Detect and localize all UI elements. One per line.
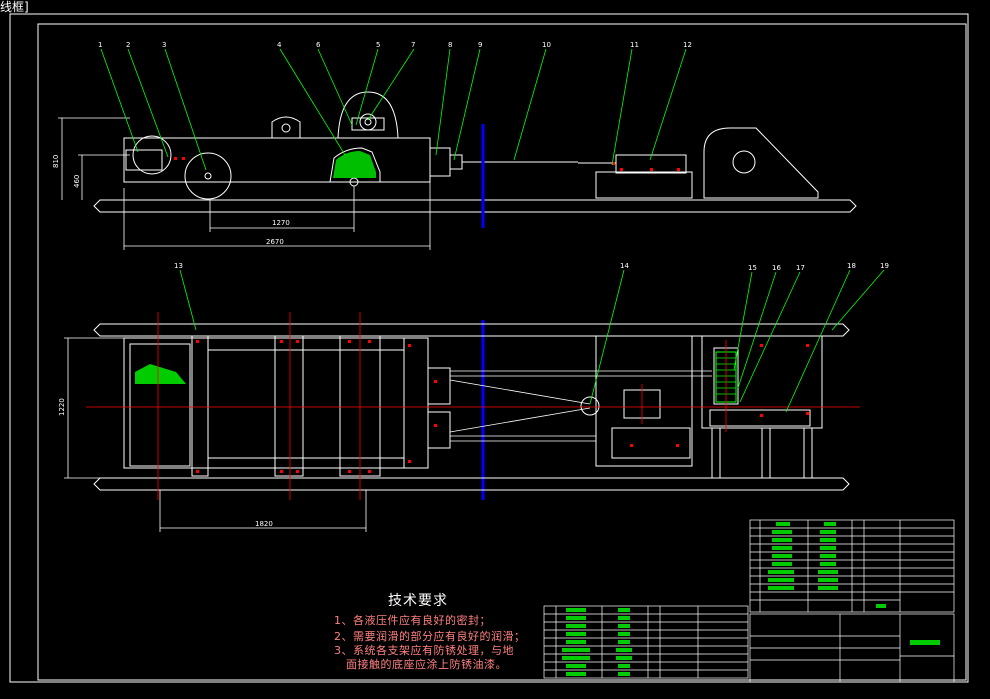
tech-requirement-2: 2、需要润滑的部分应有良好的润滑； bbox=[334, 630, 526, 643]
top-view bbox=[93, 323, 850, 491]
callout-19: 19 bbox=[880, 262, 889, 270]
dim-top-width: 1220 bbox=[58, 398, 66, 416]
top-pulley bbox=[580, 396, 600, 416]
top-red-marks bbox=[196, 340, 809, 473]
callout-2: 2 bbox=[126, 41, 130, 49]
tech-requirement-4: 面接触的底座应涂上防锈油漆。 bbox=[334, 658, 507, 671]
callout-9: 9 bbox=[478, 41, 482, 49]
dim-front-height-outer: 810 bbox=[52, 155, 60, 168]
top-centerlines bbox=[86, 312, 860, 500]
callout-6: 6 bbox=[316, 41, 321, 49]
front-view bbox=[93, 91, 857, 213]
callout-11: 11 bbox=[630, 41, 639, 49]
dim-front-height-inner: 460 bbox=[73, 175, 81, 188]
tech-requirement-3: 3、系统各支架应有防锈处理，与地 bbox=[334, 644, 514, 657]
callout-7: 7 bbox=[411, 41, 415, 49]
callout-12: 12 bbox=[683, 41, 692, 49]
front-dimensions bbox=[58, 117, 431, 250]
tech-requirements-title: 技术要求 bbox=[388, 593, 448, 609]
dim-front-length-outer: 2670 bbox=[266, 238, 284, 246]
window-title: 线框] bbox=[0, 0, 29, 14]
inner-frame bbox=[37, 23, 967, 681]
top-hatch-left bbox=[135, 364, 186, 384]
callout-17: 17 bbox=[796, 264, 805, 272]
parts-list-right bbox=[749, 519, 955, 683]
front-red-marks bbox=[174, 157, 680, 171]
parts-list-fill bbox=[562, 522, 940, 676]
callout-16: 16 bbox=[772, 264, 781, 272]
callouts: 1 2 3 4 5 6 7 8 9 10 11 12 13 14 15 16 1… bbox=[98, 41, 889, 272]
callout-8: 8 bbox=[448, 41, 452, 49]
callout-4: 4 bbox=[277, 41, 282, 49]
top-dimensions bbox=[64, 337, 367, 532]
callout-10: 10 bbox=[542, 41, 551, 49]
dim-top-length: 1820 bbox=[255, 520, 273, 528]
front-sled-hatch bbox=[333, 151, 376, 178]
top-cables bbox=[449, 370, 712, 442]
outer-frame bbox=[9, 13, 969, 683]
parts-list-left bbox=[543, 605, 749, 679]
callout-15: 15 bbox=[748, 264, 757, 272]
callout-3: 3 bbox=[162, 41, 166, 49]
callout-13: 13 bbox=[174, 262, 183, 270]
dim-front-length-inner: 1270 bbox=[272, 219, 290, 227]
callout-18: 18 bbox=[847, 262, 856, 270]
leader-lines bbox=[100, 48, 885, 413]
callout-1: 1 bbox=[98, 41, 102, 49]
callout-5: 5 bbox=[376, 41, 380, 49]
callout-14: 14 bbox=[620, 262, 629, 270]
tech-requirement-1: 1、各液压件应有良好的密封； bbox=[334, 614, 491, 627]
